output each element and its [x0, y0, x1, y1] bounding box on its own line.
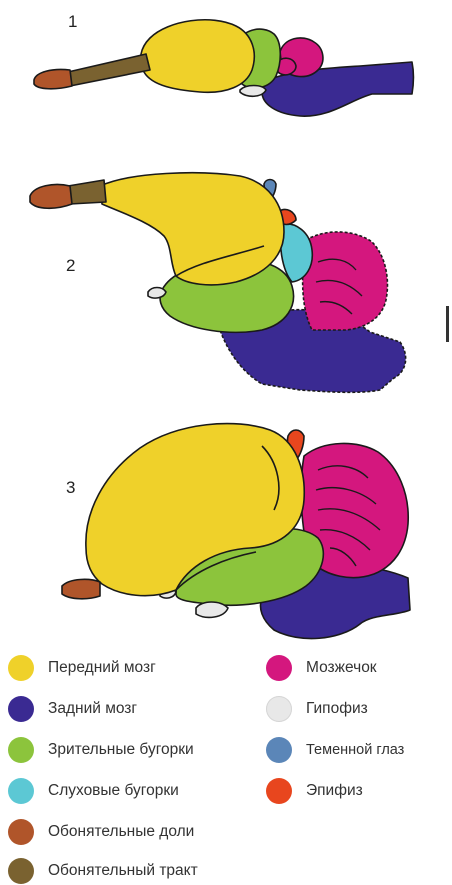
parietal-eye-dot: [266, 737, 292, 763]
legend-label: Обонятельный тракт: [48, 862, 198, 880]
legend-item-cerebellum: Мозжечок: [266, 654, 377, 682]
pineal-dot: [266, 778, 292, 804]
pituitary-dot: [266, 696, 292, 722]
auditory-lobes-dot: [8, 778, 34, 804]
brain2-olfactory-tract: [68, 180, 106, 204]
legend-item-pineal: Эпифиз: [266, 777, 363, 805]
diagram-number-2: 2: [66, 256, 75, 276]
brain2-pituitary: [148, 288, 166, 299]
edge-marker: [446, 306, 449, 342]
legend-item-auditory-lobes: Слуховые бугорки: [8, 777, 179, 805]
legend-item-olfactory-tract: Обонятельный тракт: [8, 857, 198, 885]
hindbrain-dot: [8, 696, 34, 722]
legend-item-olfactory-lobes: Обонятельные доли: [8, 818, 194, 846]
legend-item-optic-lobes: Зрительные бугорки: [8, 736, 194, 764]
legend-label: Передний мозг: [48, 659, 156, 677]
legend-label: Эпифиз: [306, 782, 363, 800]
legend-item-hindbrain: Задний мозг: [8, 695, 137, 723]
brain1-pituitary: [240, 86, 266, 97]
legend-label: Зрительные бугорки: [48, 741, 194, 759]
brain3-pituitary: [196, 602, 228, 617]
cerebellum-dot: [266, 655, 292, 681]
legend-label: Теменной глаз: [306, 742, 404, 758]
forebrain-dot: [8, 655, 34, 681]
legend-label: Обонятельные доли: [48, 823, 194, 841]
brain1-forebrain: [141, 20, 255, 93]
legend-label: Задний мозг: [48, 700, 137, 718]
legend-item-forebrain: Передний мозг: [8, 654, 156, 682]
olfactory-tract-dot: [8, 858, 34, 884]
brain-evolution-figure: [0, 0, 452, 640]
brain-2: [30, 173, 406, 392]
legend-label: Гипофиз: [306, 700, 368, 718]
brain-3: [62, 424, 410, 639]
legend-label: Слуховые бугорки: [48, 782, 179, 800]
brain3-olfactory-lobe: [62, 579, 100, 598]
olfactory-lobes-dot: [8, 819, 34, 845]
brain-1: [34, 20, 414, 116]
legend-item-parietal-eye: Теменной глаз: [266, 736, 404, 764]
optic-lobes-dot: [8, 737, 34, 763]
diagram-number-3: 3: [66, 478, 75, 498]
brain1-olfactory-lobe: [34, 69, 72, 88]
brain1-olfactory-tract: [68, 54, 150, 86]
legend-label: Мозжечок: [306, 659, 377, 677]
diagram-number-1: 1: [68, 12, 77, 32]
legend-item-pituitary: Гипофиз: [266, 695, 368, 723]
brain2-cerebellum: [303, 232, 388, 330]
brain2-olfactory-lobe: [30, 184, 72, 208]
